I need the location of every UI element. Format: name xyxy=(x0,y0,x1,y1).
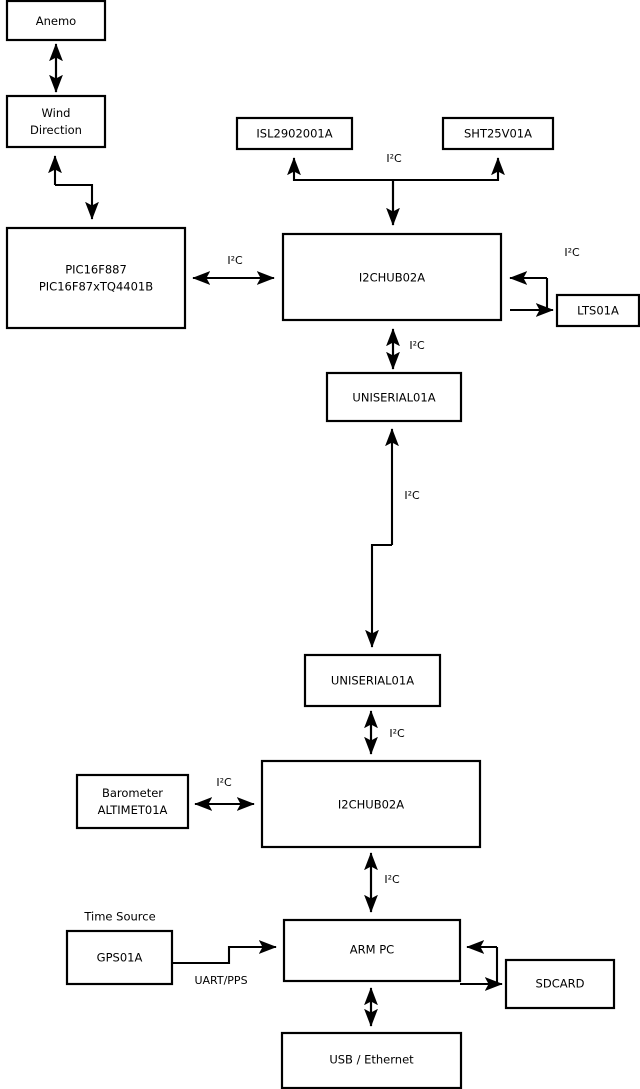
edge-i2chub-top-to-sensors xyxy=(287,157,505,226)
node-label-line1: Barometer xyxy=(102,786,163,800)
edge-arrow-down-long xyxy=(365,543,392,648)
node-pic-microcontroller[interactable]: PIC16F887 PIC16F87xTQ4401B xyxy=(5,226,187,330)
node-label: ARM PC xyxy=(350,943,394,957)
edge-label-uniserial-link: I²C xyxy=(404,489,420,502)
node-label: SDCARD xyxy=(536,977,585,991)
node-label: GPS01A xyxy=(97,951,143,965)
node-box xyxy=(260,759,482,849)
edge-label-uniserial-to-hub-bottom: I²C xyxy=(389,727,405,740)
node-label: I2CHUB02A xyxy=(359,271,425,285)
node-box xyxy=(504,958,616,1010)
node-label: SHT25V01A xyxy=(464,127,532,141)
edge-i2chub-top-to-lts xyxy=(509,271,554,317)
node-sht25v01a[interactable]: SHT25V01A xyxy=(441,116,555,151)
node-uniserial01a-lower[interactable]: UNISERIAL01A xyxy=(303,653,442,708)
edge-label-barometer: I²C xyxy=(216,776,232,789)
edge-label-pic-to-hub: I²C xyxy=(227,254,243,267)
edge-arrow-down-to-pic xyxy=(55,183,99,220)
edge-arrow-to-isl xyxy=(287,157,395,225)
edge-label-hub-to-uniserial-upper: I²C xyxy=(409,339,425,352)
edge-uniserial-lower-to-uniserial-upper xyxy=(365,428,399,648)
edge-label-lts: I²C xyxy=(564,246,580,259)
node-box xyxy=(235,116,354,151)
node-box xyxy=(325,371,463,423)
node-sdcard[interactable]: SDCARD xyxy=(504,958,616,1010)
node-i2chub02a-bottom[interactable]: I2CHUB02A xyxy=(260,759,482,849)
node-box xyxy=(281,232,503,322)
node-box xyxy=(282,918,462,983)
edge-wind-direction-to-pic xyxy=(48,155,99,220)
node-uniserial01a-upper[interactable]: UNISERIAL01A xyxy=(325,371,463,423)
node-gps01a[interactable]: GPS01A xyxy=(65,929,174,986)
node-label: LTS01A xyxy=(577,304,619,318)
edge-armpc-to-sdcard xyxy=(460,940,503,991)
node-label: USB / Ethernet xyxy=(329,1053,414,1067)
node-box xyxy=(303,653,442,708)
edge-corner xyxy=(545,278,549,312)
node-label-line2: PIC16F87xTQ4401B xyxy=(39,280,153,294)
edge-label-uart-pps: UART/PPS xyxy=(194,974,247,987)
node-label: ISL2902001A xyxy=(256,127,332,141)
edge-label-hub-bottom-to-armpc: I²C xyxy=(384,873,400,886)
node-lts01a[interactable]: LTS01A xyxy=(555,293,640,328)
node-label: UNISERIAL01A xyxy=(331,674,414,688)
node-box xyxy=(5,226,187,330)
node-barometer-altimet01a[interactable]: Barometer ALTIMET01A xyxy=(75,773,190,830)
node-label-line1: PIC16F887 xyxy=(65,263,127,277)
node-label: UNISERIAL01A xyxy=(352,391,435,405)
node-box xyxy=(280,1031,463,1089)
node-usb-ethernet[interactable]: USB / Ethernet xyxy=(280,1031,463,1089)
node-label-line2: ALTIMET01A xyxy=(98,803,168,817)
node-wind-direction[interactable]: Wind Direction xyxy=(5,94,107,149)
node-box xyxy=(5,94,107,149)
edge-arrow-to-sht xyxy=(393,157,505,182)
edge-label-sensor-bus: I²C xyxy=(386,152,402,165)
edge-arrow-into-armpc xyxy=(172,940,277,965)
node-box xyxy=(75,773,190,830)
node-box xyxy=(441,116,555,151)
node-box xyxy=(5,0,107,42)
node-i2chub02a-top[interactable]: I2CHUB02A xyxy=(281,232,503,322)
node-label-line1: Wind xyxy=(42,106,71,120)
node-label-line2: Direction xyxy=(30,123,82,137)
node-box xyxy=(65,929,174,986)
edge-gps-to-armpc xyxy=(172,940,277,965)
node-label: Anemo xyxy=(36,14,76,28)
node-box xyxy=(555,293,640,328)
node-anemo[interactable]: Anemo xyxy=(5,0,107,42)
node-label: I2CHUB02A xyxy=(338,798,404,812)
label-time-source: Time Source xyxy=(83,910,155,924)
node-isl2902001a[interactable]: ISL2902001A xyxy=(235,116,354,151)
node-arm-pc[interactable]: ARM PC xyxy=(282,918,462,983)
